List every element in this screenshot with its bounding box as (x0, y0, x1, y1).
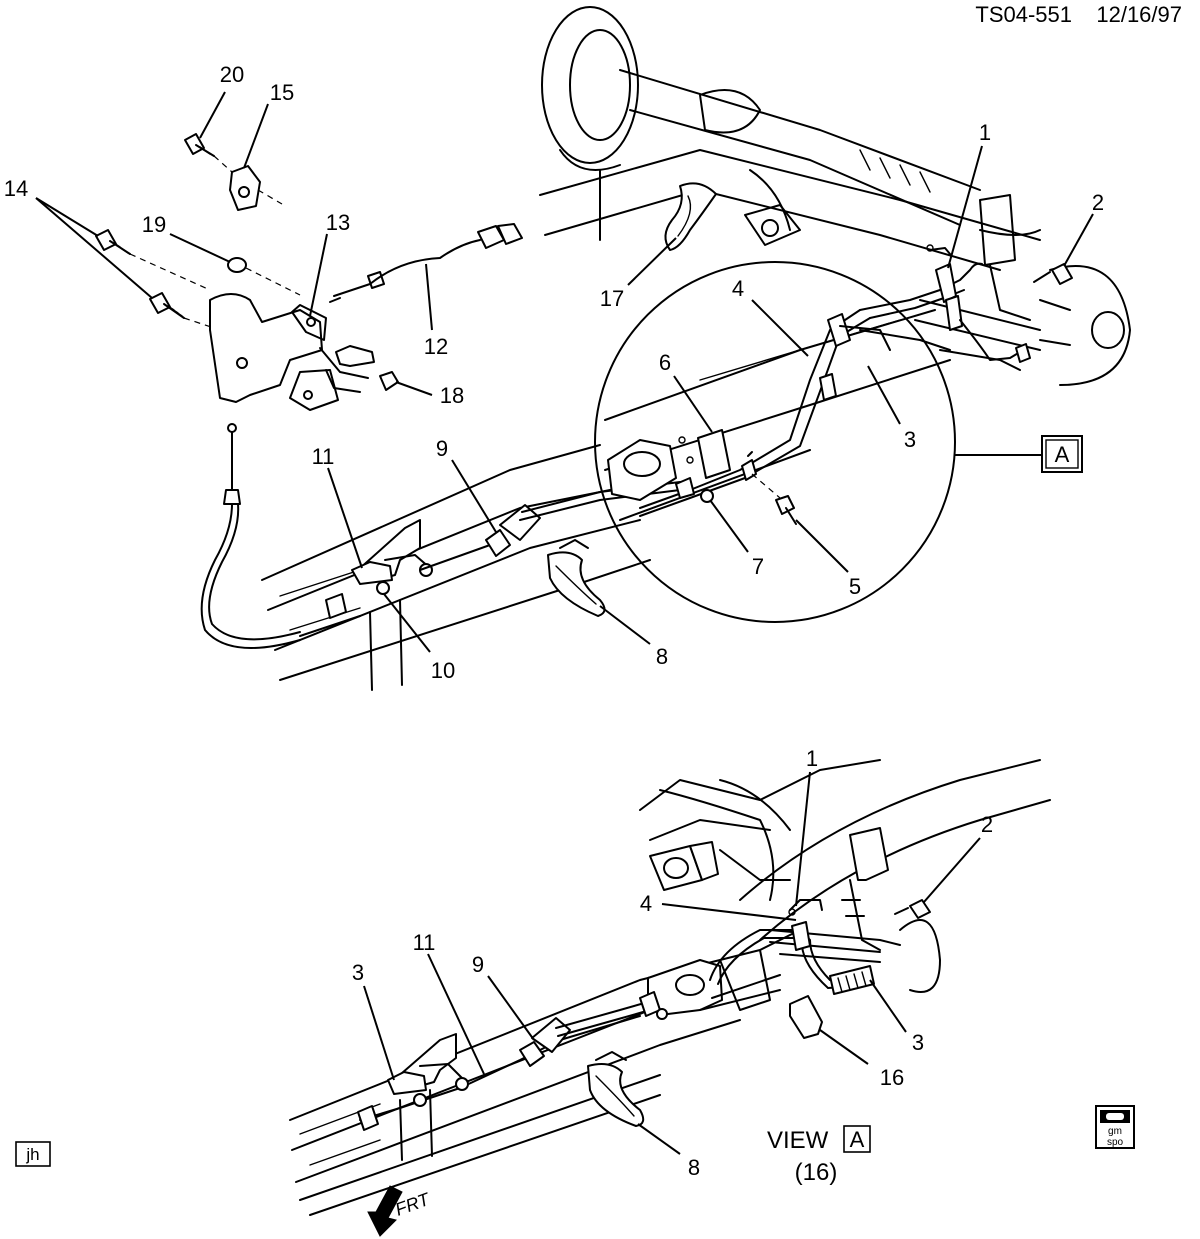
callout-18: 18 (440, 383, 464, 408)
callout-15: 15 (270, 80, 294, 105)
lower-callouts: 1 2 4 11 3 9 3 16 8 VIEW A (16) (352, 746, 993, 1186)
lower-callout-3b: 3 (912, 1030, 924, 1055)
view-note: (16) (795, 1159, 838, 1186)
callout-14: 14 (4, 176, 28, 201)
callout-6: 6 (659, 350, 671, 375)
lower-callout-11: 3 (352, 960, 364, 985)
author-initials: jh (25, 1145, 39, 1164)
callout-9: 9 (436, 436, 448, 461)
drawing-number: TS04-551 (975, 2, 1072, 27)
lower-callout-2: 2 (981, 812, 993, 837)
drawing-date: 12/16/97 (1096, 2, 1182, 27)
upper-mounting-bracket (95, 133, 523, 411)
author-initials-box: jh (15, 1141, 51, 1167)
detail-circle-view-a (594, 261, 956, 623)
view-a-box (843, 1125, 871, 1153)
lower-callout-1: 1 (806, 746, 818, 771)
callout-13: 13 (326, 210, 350, 235)
lower-frame-and-axle (289, 759, 1051, 1216)
callout-17: 17 (600, 286, 624, 311)
upper-callouts: 20 15 14 19 13 12 18 17 1 2 4 6 (4, 62, 1104, 683)
callout-3: 3 (904, 427, 916, 452)
upper-frame-rail (200, 182, 717, 691)
callout-7: 7 (752, 554, 764, 579)
lower-callout-16: 16 (880, 1065, 904, 1090)
view-label: VIEW (767, 1127, 829, 1154)
logo-line-2: spo (1107, 1137, 1124, 1148)
upper-right-cable-and-clips (859, 244, 1073, 363)
lower-callout-4: 4 (640, 891, 652, 916)
front-direction-indicator: FRT (367, 1185, 434, 1237)
detail-a-box-inner (1045, 439, 1079, 469)
view-a-letter: A (850, 1127, 865, 1152)
callout-12: 12 (424, 334, 448, 359)
callout-20: 20 (220, 62, 244, 87)
callout-19: 19 (142, 212, 166, 237)
gm-spo-logo: gm spo (1095, 1105, 1135, 1149)
callout-2: 2 (1092, 190, 1104, 215)
detail-a-box-outer (1041, 435, 1083, 473)
callout-8: 8 (656, 644, 668, 669)
callout-10: 10 (431, 658, 455, 683)
callout-1: 1 (979, 120, 991, 145)
detail-a-letter: A (1055, 442, 1070, 467)
logo-line-1: gm (1108, 1126, 1122, 1137)
callout-11: 11 (312, 444, 335, 469)
callout-4: 4 (732, 276, 744, 301)
front-arrow-icon (367, 1185, 403, 1237)
lower-callout-8: 8 (688, 1155, 700, 1180)
callout-5: 5 (849, 574, 861, 599)
lower-callout-9: 9 (472, 952, 484, 977)
lower-callout-3a: 11 (413, 930, 436, 955)
upper-rear-axle-assembly (539, 6, 1131, 386)
